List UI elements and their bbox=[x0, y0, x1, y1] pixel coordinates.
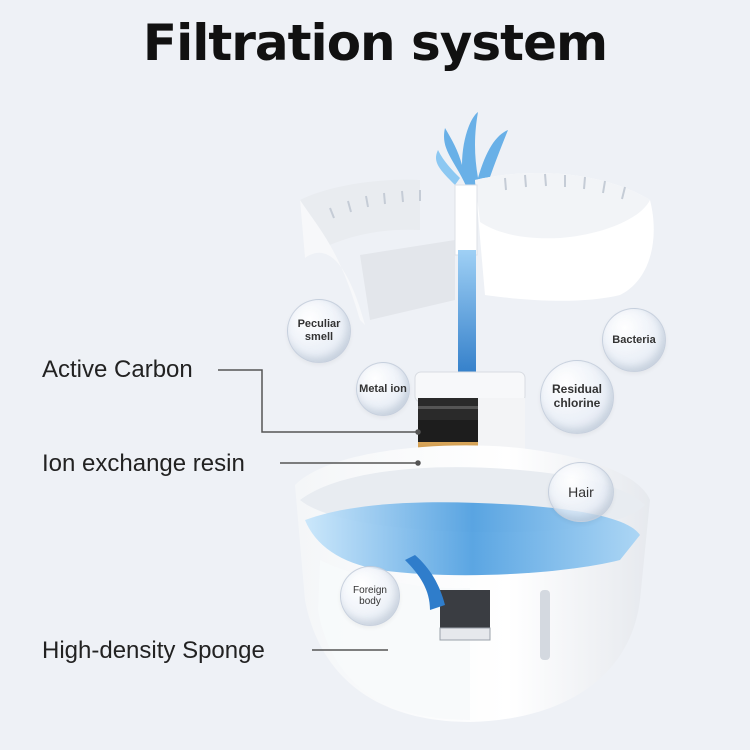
water-splash bbox=[435, 112, 508, 192]
label-high-density-sponge: High-density Sponge bbox=[42, 637, 265, 664]
top-tray bbox=[300, 172, 654, 325]
bubble-residual-chlorine: Residual chlorine bbox=[540, 360, 614, 434]
bubble-bacteria: Bacteria bbox=[602, 308, 666, 372]
bubble-peculiar-smell: Peculiar smell bbox=[287, 299, 351, 363]
water-column bbox=[458, 250, 476, 380]
bubble-foreign-body: Foreign body bbox=[340, 566, 400, 626]
label-active-carbon: Active Carbon bbox=[42, 356, 193, 383]
page-title: Filtration system bbox=[142, 14, 608, 72]
water-pool bbox=[305, 502, 640, 576]
bubble-metal-ion: Metal ion bbox=[356, 362, 410, 416]
leader-active-carbon bbox=[218, 369, 418, 433]
bubble-hair: Hair bbox=[548, 462, 614, 522]
leader-lines bbox=[218, 369, 421, 651]
label-ion-exchange-resin: Ion exchange resin bbox=[42, 450, 245, 477]
